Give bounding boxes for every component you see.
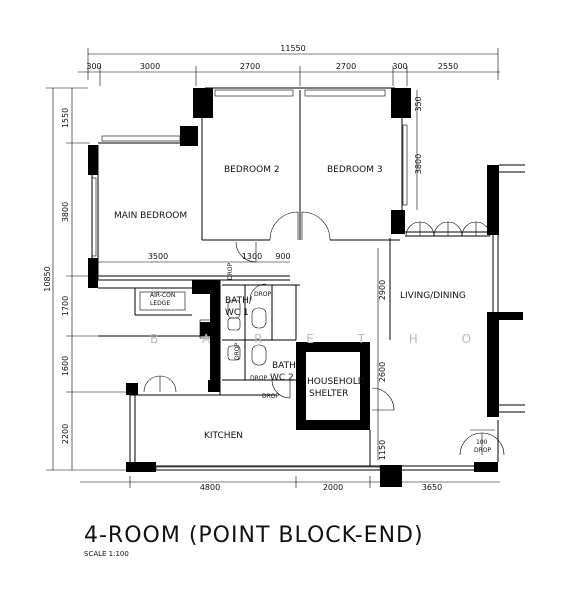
drop-100-label: DROP bbox=[474, 447, 492, 454]
dim-right-3800: 3800 bbox=[414, 154, 423, 174]
dim-top-1: 300 bbox=[86, 62, 101, 71]
dim-inner-900: 900 bbox=[275, 252, 290, 261]
label-household: HOUSEHOLD bbox=[307, 377, 365, 387]
dim-inner-3500: 3500 bbox=[148, 252, 168, 261]
label-bedroom-3: BEDROOM 3 bbox=[327, 165, 383, 175]
label-bath-2-b: WC 2 bbox=[270, 373, 294, 383]
inner-dimension-lines bbox=[80, 248, 500, 488]
dim-top-2: 3000 bbox=[140, 62, 160, 71]
doors bbox=[143, 211, 505, 456]
dim-bottom-3: 3650 bbox=[422, 483, 442, 492]
dim-top-6: 2550 bbox=[438, 62, 458, 71]
label-bath-1-b: WC 1 bbox=[225, 308, 249, 318]
bath-fixtures bbox=[139, 291, 267, 366]
label-bedroom-2: BEDROOM 2 bbox=[224, 165, 280, 175]
dim-right-350: 350 bbox=[414, 96, 423, 111]
top-dimension-lines bbox=[78, 48, 500, 86]
dim-left-3: 1700 bbox=[61, 296, 70, 316]
dim-inner-1150: 1150 bbox=[378, 440, 387, 460]
dim-left-4: 1600 bbox=[61, 356, 70, 376]
drop-label-4: DROP bbox=[250, 375, 268, 382]
dim-left-5: 2200 bbox=[61, 424, 70, 444]
drop-label-1: DROP bbox=[227, 262, 234, 280]
label-bath-2-a: BATH/ bbox=[272, 361, 300, 371]
dim-inner-2900: 2900 bbox=[378, 280, 387, 300]
label-shelter: SHELTER bbox=[309, 389, 348, 399]
plan-scale: SCALE 1:100 bbox=[84, 550, 129, 558]
dim-left-1: 1550 bbox=[61, 108, 70, 128]
dim-left-2: 3800 bbox=[61, 202, 70, 222]
dim-top-5: 300 bbox=[392, 62, 407, 71]
plan-title: 4-ROOM (POINT BLOCK-END) bbox=[84, 523, 424, 548]
dim-inner-2600: 2600 bbox=[378, 362, 387, 382]
label-main-bedroom: MAIN BEDROOM bbox=[114, 211, 187, 221]
label-bath-1-a: BATH/ bbox=[225, 296, 253, 306]
dim-overall-width: 11550 bbox=[280, 44, 305, 53]
drop-label-3: DROP bbox=[234, 342, 241, 360]
dim-bottom-2: 2000 bbox=[323, 483, 343, 492]
drop-label-2: DROP bbox=[254, 291, 272, 298]
watermark: B A R E T H O bbox=[150, 332, 491, 346]
label-aircon: AIR-CON bbox=[150, 292, 175, 299]
dim-top-4: 2700 bbox=[336, 62, 356, 71]
label-living-dining: LIVING/DINING bbox=[400, 291, 466, 301]
dim-bottom-1: 4800 bbox=[200, 483, 220, 492]
drop-100-number: 100 bbox=[476, 439, 488, 446]
dim-top-3: 2700 bbox=[240, 62, 260, 71]
label-kitchen: KITCHEN bbox=[204, 431, 243, 441]
wall-lines bbox=[91, 87, 525, 471]
drop-label-5: DROP bbox=[262, 393, 280, 400]
windows bbox=[91, 89, 408, 471]
label-ledge: LEDGE bbox=[150, 300, 170, 307]
dim-inner-1300: 1300 bbox=[242, 252, 262, 261]
dim-overall-height: 10850 bbox=[43, 266, 52, 291]
